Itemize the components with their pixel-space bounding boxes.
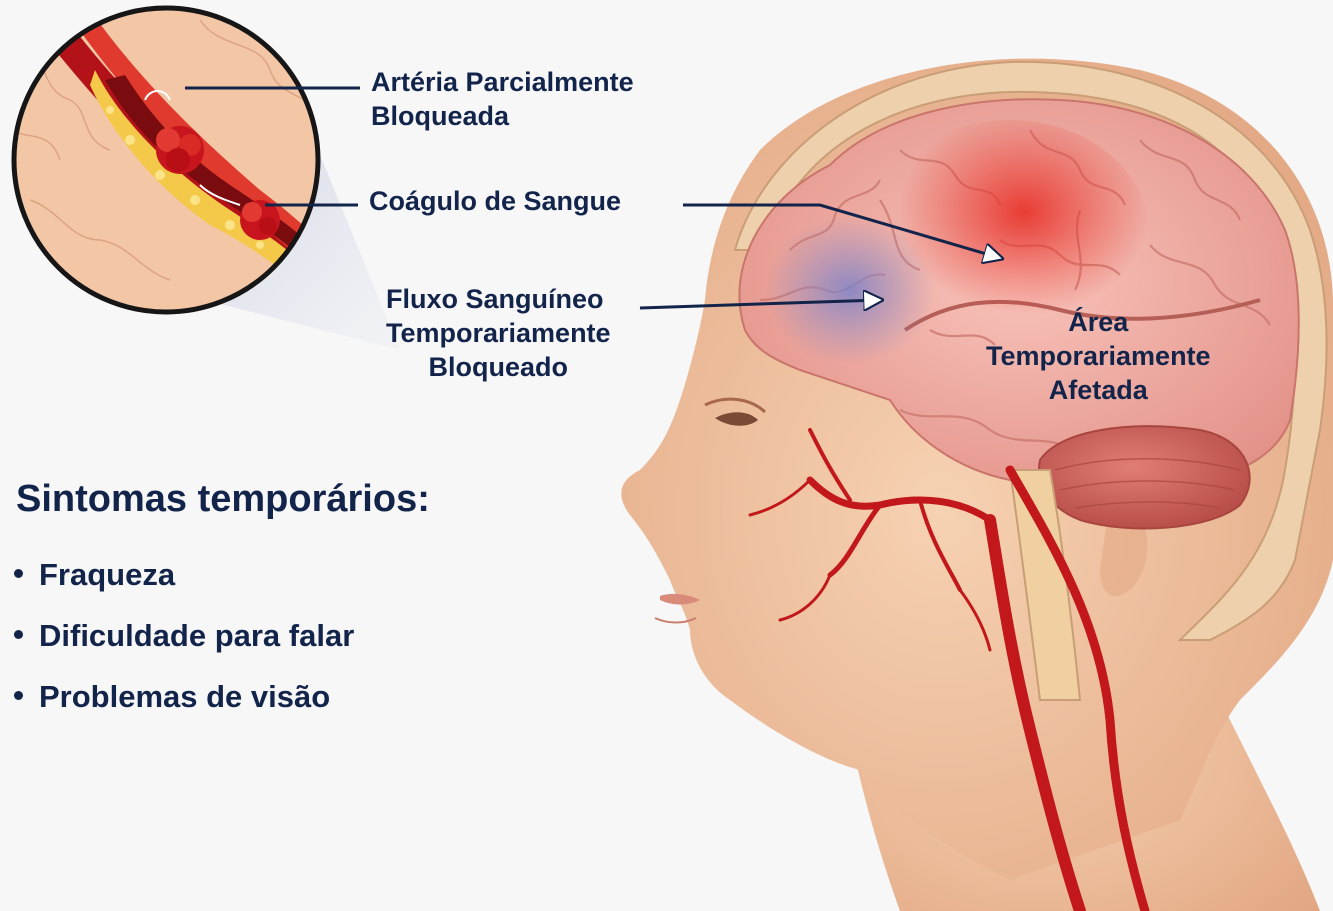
label-affected-area: Área Temporariamente Afetada (986, 305, 1211, 407)
bullet-icon (14, 569, 23, 579)
zoom-cone (205, 150, 400, 350)
list-item: Problemas de visão (14, 672, 354, 733)
bullet-icon (14, 691, 23, 701)
symptoms-list: Fraqueza Dificuldade para falar Problema… (14, 550, 354, 733)
label-line: Temporariamente (986, 341, 1211, 371)
label-partially-blocked-artery: Artéria Parcialmente Bloqueada (371, 65, 634, 133)
label-line: Bloqueado (428, 352, 569, 382)
label-line: Bloqueada (371, 101, 510, 131)
label-line: Área (1068, 307, 1129, 337)
brain-icon (738, 98, 1300, 701)
symptoms-heading: Sintomas temporários: (16, 478, 430, 520)
flow-pointer-icon (639, 300, 880, 308)
leader-lines (185, 86, 1000, 308)
list-item: Fraqueza (14, 550, 354, 611)
symptom-text: Dificuldade para falar (39, 618, 355, 653)
label-line: Artéria Parcialmente (371, 67, 634, 97)
list-item: Dificuldade para falar (14, 611, 354, 672)
symptom-text: Problemas de visão (39, 679, 331, 714)
label-line: Coágulo de Sangue (369, 186, 622, 216)
label-line: Temporariamente (386, 318, 611, 348)
artery-inset-icon (11, 5, 321, 315)
blood-clot-icon (156, 126, 280, 240)
artery-network-icon (748, 428, 1150, 911)
label-blood-flow-blocked: Fluxo Sanguíneo Temporariamente Bloquead… (386, 282, 611, 384)
label-line: Fluxo Sanguíneo (386, 284, 604, 314)
label-blood-clot: Coágulo de Sangue (369, 184, 621, 218)
clot-brain-pointer-icon (683, 203, 1000, 258)
symptom-text: Fraqueza (39, 557, 176, 592)
label-line: Afetada (1048, 375, 1148, 405)
bullet-icon (14, 630, 23, 640)
